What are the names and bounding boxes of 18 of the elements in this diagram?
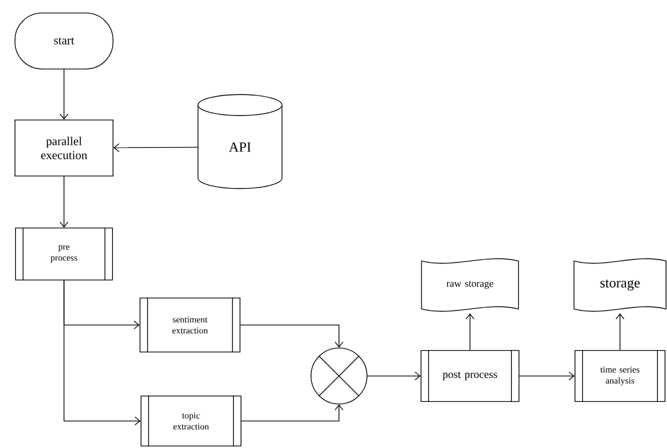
arrow (60, 176, 68, 228)
database-cylinder: API (198, 94, 282, 189)
arrow (616, 313, 624, 350)
predefined-process-box: time series analysis (574, 350, 666, 402)
predefined-process-box: topic extraction (140, 395, 242, 447)
arrow (240, 324, 344, 348)
arrow (60, 69, 68, 120)
arrow (519, 372, 575, 380)
predefined-process-box: post process (420, 350, 520, 402)
arrow (64, 280, 141, 426)
arrow (241, 404, 344, 422)
process-box: parallel execution (14, 120, 114, 176)
summing-junction (310, 348, 368, 404)
predefined-process-box: sentiment extraction (140, 297, 240, 353)
predefined-process-box: pre process (15, 227, 113, 281)
arrow (113, 143, 198, 152)
arrow (466, 313, 474, 350)
arrow (367, 372, 421, 380)
